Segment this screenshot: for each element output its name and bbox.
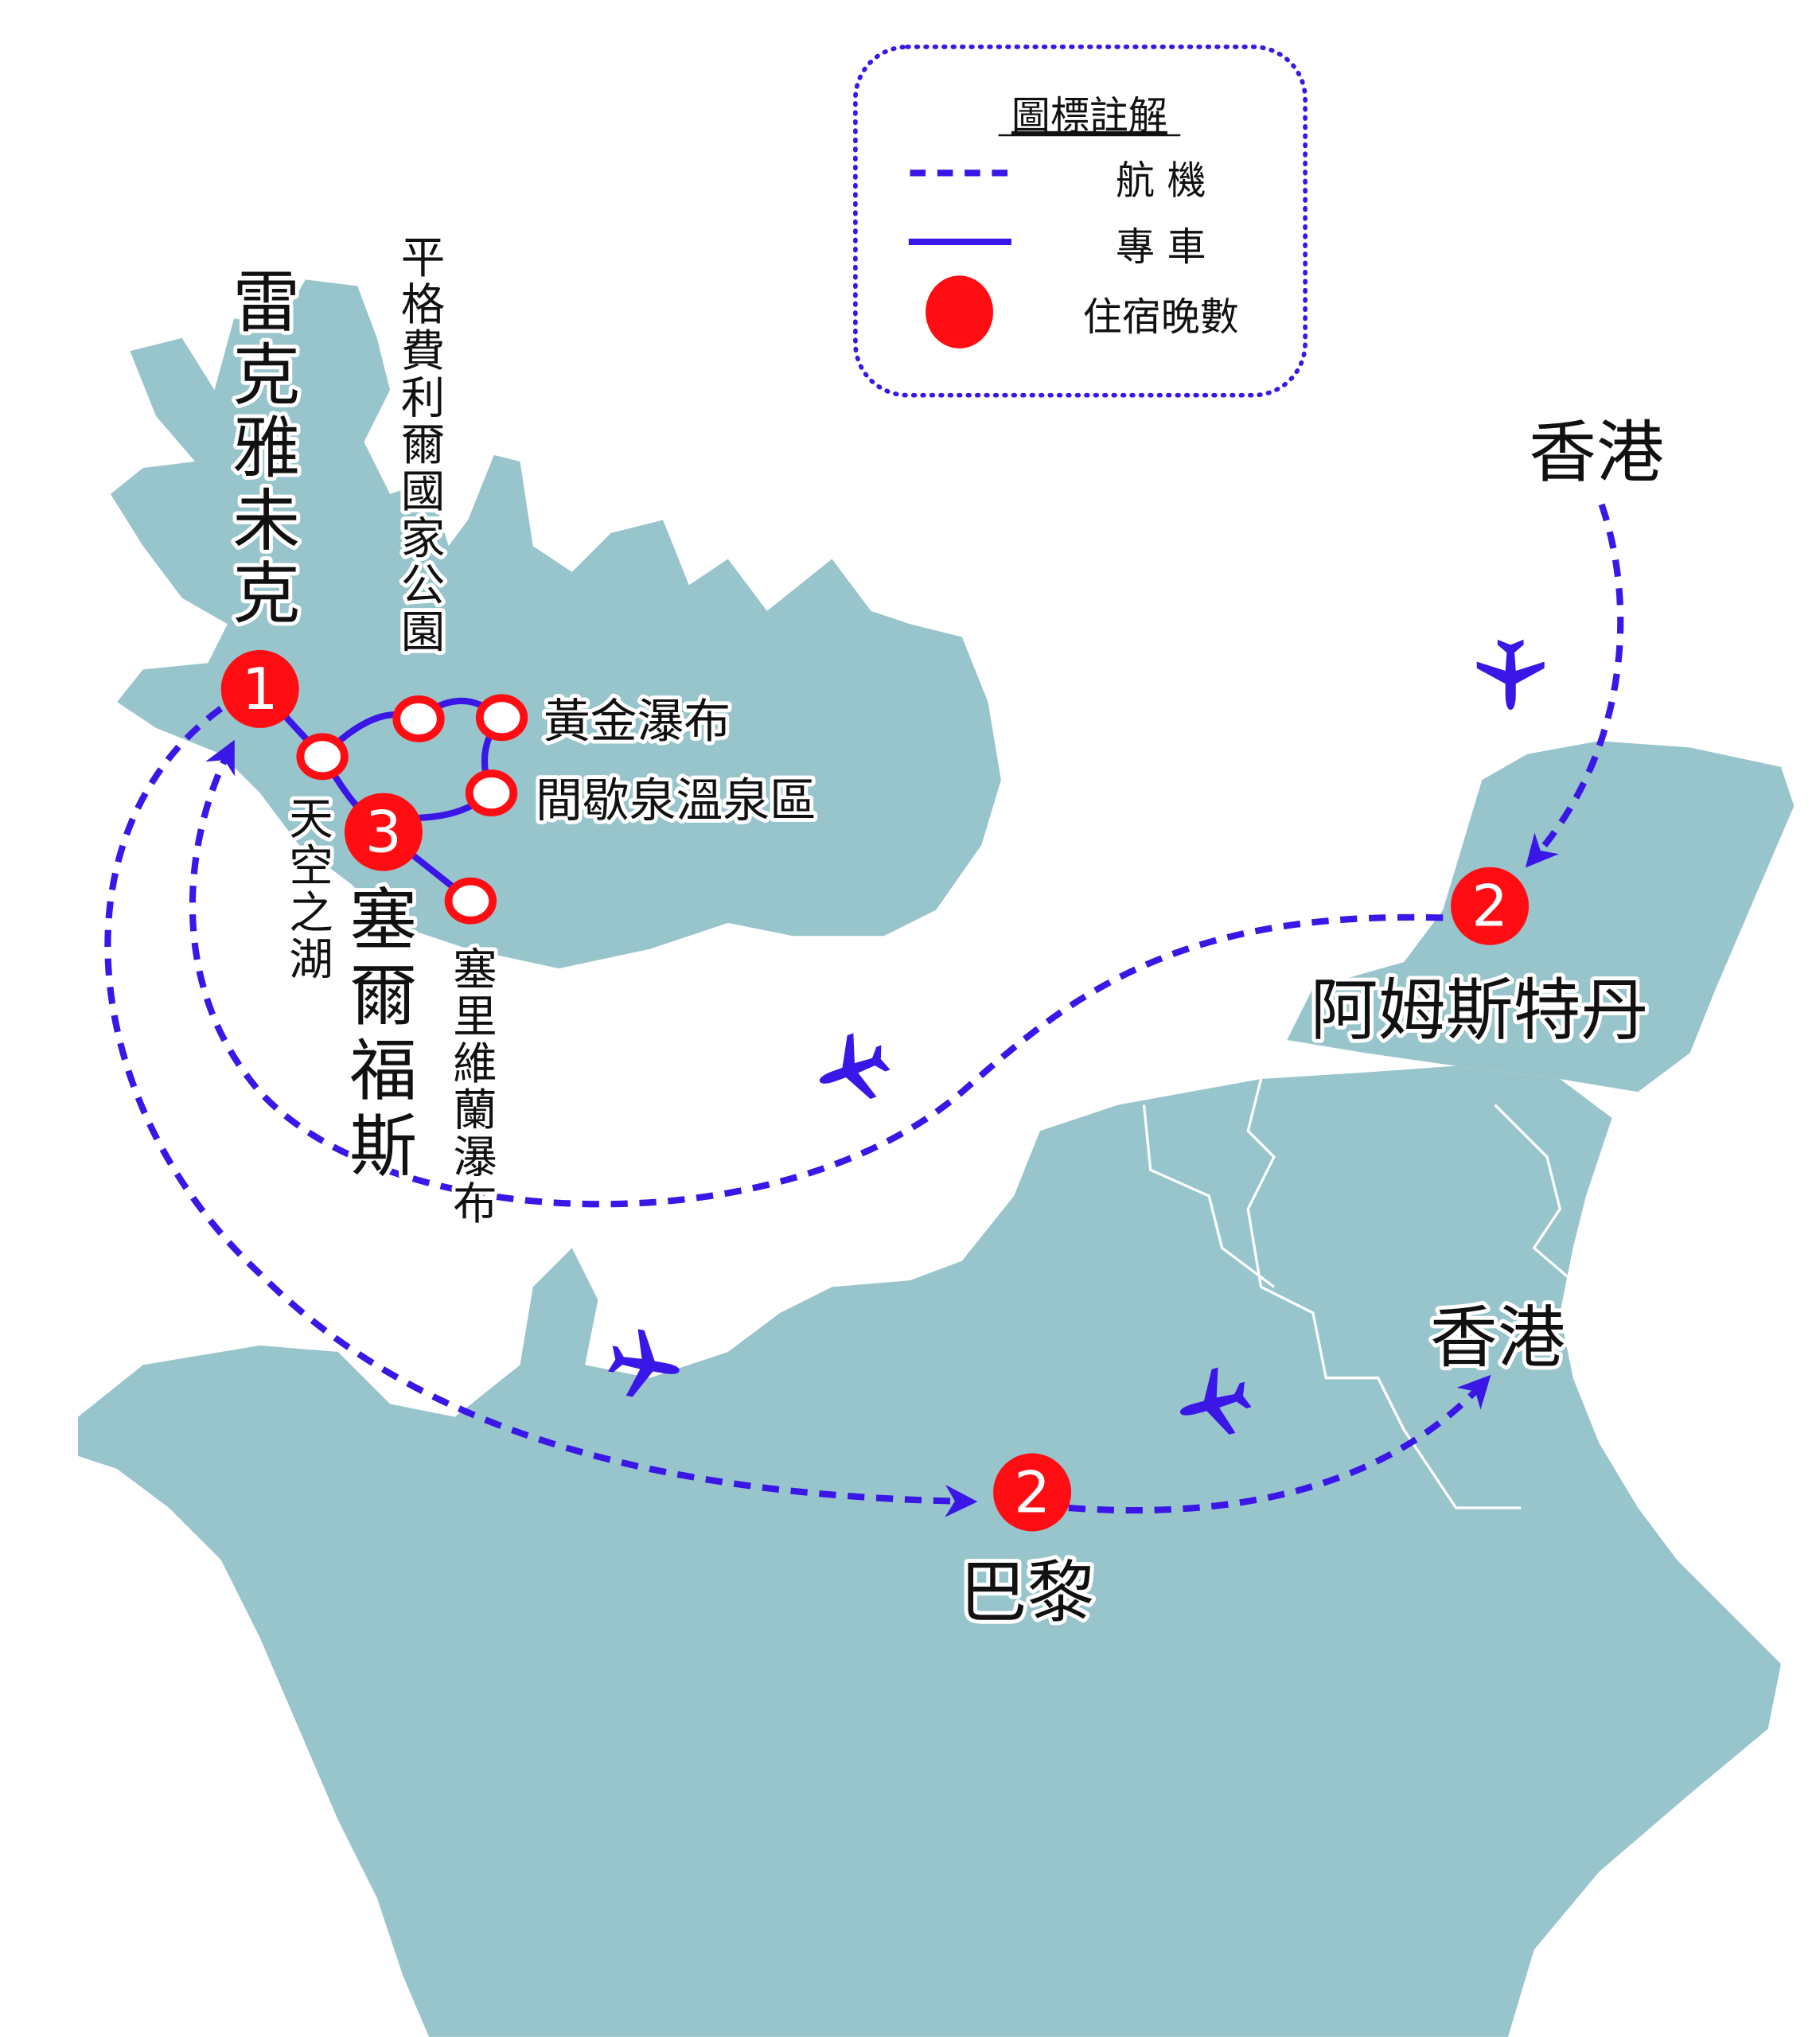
legend-flight-label: 航 機: [1116, 158, 1206, 203]
land: [78, 279, 1795, 2037]
label-hongkong-origin: 香港: [1529, 414, 1664, 493]
label-seljalandsfoss: 塞里維蘭瀑布: [445, 946, 497, 1227]
nights-amsterdam: 2: [1471, 873, 1508, 940]
nights-selfoss: 3: [365, 799, 402, 866]
label-gullfoss: 黃金瀑布: [544, 693, 731, 748]
marker-laugarvatn: [296, 733, 349, 781]
borders: [1142, 1078, 1580, 1509]
attraction-markers: [296, 694, 528, 925]
marker-seljalandsfoss: [444, 877, 497, 925]
label-laugarvatn: 天空之湖: [281, 796, 333, 983]
iceland-landmass: [110, 279, 1001, 969]
label-hongkong-return: 香港: [1430, 1299, 1565, 1377]
marker-gullfoss: [475, 694, 528, 742]
flight-paris-hongkong: [1068, 1374, 1491, 1514]
mainland-landmass: [78, 1065, 1781, 2037]
label-reykjavik: 雷克雅未克: [220, 267, 299, 630]
legend-stay-label: 住宿晚數: [1083, 294, 1239, 340]
airplane-icon: [808, 1025, 898, 1113]
label-thingvellir: 平格費利爾國家公園: [393, 234, 445, 655]
flight-reykjavik-paris: [104, 706, 978, 1517]
label-geysir: 間歇泉溫泉區: [536, 773, 816, 828]
airplane-icon: [1476, 639, 1545, 711]
flight-routes: [104, 503, 1624, 1517]
label-paris: 巴黎: [960, 1554, 1095, 1633]
flight-amsterdam-reykjavik: [189, 739, 1444, 1208]
label-amsterdam: 阿姆斯特丹: [1311, 972, 1649, 1050]
legend-title: 圖標註解: [1011, 93, 1167, 138]
nights-paris: 2: [1014, 1459, 1050, 1525]
nights-reykjavik: 1: [242, 656, 279, 722]
label-selfoss: 塞爾福斯: [337, 884, 416, 1186]
netherlands-landmass: [1287, 741, 1795, 1093]
stay-markers: 1 3 2 2: [220, 649, 1530, 1532]
marker-geysir: [465, 769, 518, 816]
legend-coach-label: 專 車: [1116, 224, 1206, 270]
legend-stay-symbol: [926, 275, 994, 349]
flight-hongkong-amsterdam: [1525, 503, 1624, 868]
marker-thingvellir: [392, 695, 445, 742]
legend: 圖標註解 航 機 專 車 住宿晚數: [853, 45, 1308, 398]
